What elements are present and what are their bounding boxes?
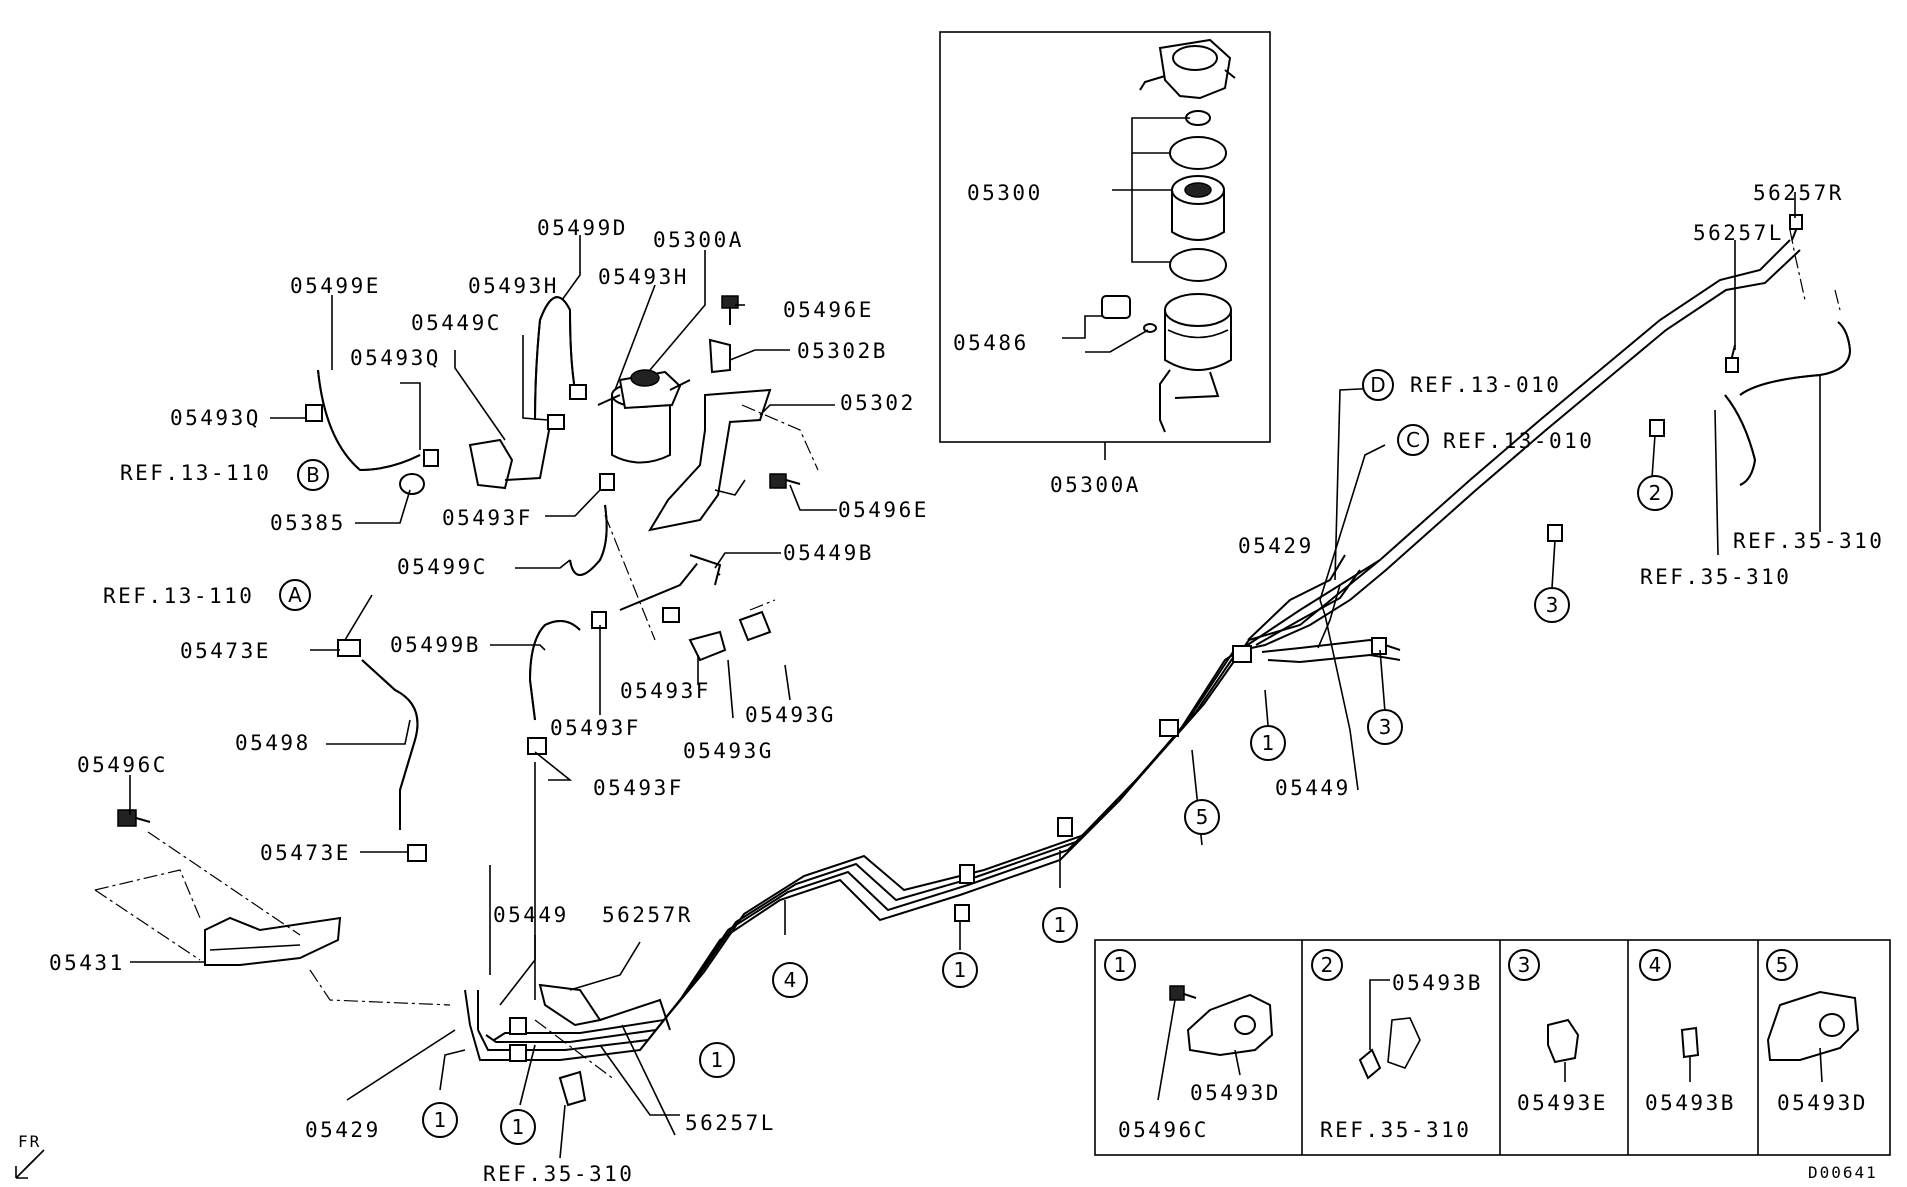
label-05493G-b: 05493G bbox=[683, 739, 774, 763]
circle-num-4: 4 bbox=[784, 968, 797, 992]
circle-num-1-a: 1 bbox=[1262, 731, 1275, 755]
label-05431: 05431 bbox=[49, 951, 125, 975]
water-sensor bbox=[1101, 295, 1157, 333]
label-05499E: 05499E bbox=[290, 274, 381, 298]
filter-bowl bbox=[1159, 293, 1232, 433]
circle-B: B bbox=[306, 463, 320, 487]
label-05493H-b: 05493H bbox=[598, 265, 689, 289]
clamp-05493Q-right bbox=[423, 449, 439, 467]
front-arrow: FR bbox=[15, 1132, 45, 1179]
legend-num-5: 5 bbox=[1776, 953, 1789, 977]
label-05499D: 05499D bbox=[537, 216, 628, 240]
label-05493G-a: 05493G bbox=[745, 703, 836, 727]
label-05429-b: 05429 bbox=[1238, 534, 1314, 558]
leader-lines bbox=[129, 192, 1821, 1159]
legend-table: 1 05496C 05493D 2 05493B REF.35-310 3 05… bbox=[1094, 939, 1891, 1156]
bolt-05496E-top bbox=[721, 295, 739, 325]
label-05449-a: 05449 bbox=[493, 903, 569, 927]
label-05300: 05300 bbox=[967, 181, 1043, 205]
filter-inset: 05300 05486 bbox=[939, 31, 1271, 460]
label-05499B: 05499B bbox=[390, 633, 481, 657]
circle-num-1-b: 1 bbox=[1054, 913, 1067, 937]
label-05493F-a: 05493F bbox=[442, 506, 533, 530]
circle-num-1-d: 1 bbox=[711, 1048, 724, 1072]
label-05449C: 05449C bbox=[411, 311, 502, 335]
bolt-05496E-lower bbox=[769, 473, 801, 489]
ref-D-text: REF.13-010 bbox=[1410, 373, 1561, 397]
circle-A: A bbox=[288, 583, 302, 607]
circle-num-5: 5 bbox=[1196, 805, 1209, 829]
label-05449B: 05449B bbox=[783, 541, 874, 565]
label-05429-a: 05429 bbox=[305, 1118, 381, 1142]
label-05473E-b: 05473E bbox=[260, 841, 351, 865]
ref-labels: REF.13-110 REF.13-110 REF.13-010 REF.13-… bbox=[103, 373, 1884, 1186]
filter-head bbox=[1139, 38, 1236, 100]
label-05300A-box: 05300A bbox=[1050, 473, 1141, 497]
label-56257L-a: 56257L bbox=[685, 1111, 776, 1135]
circle-D: D bbox=[1370, 373, 1385, 397]
label-05449-b: 05449 bbox=[1275, 776, 1351, 800]
front-label: FR bbox=[18, 1132, 41, 1151]
diagram-id: D00641 bbox=[1808, 1163, 1878, 1182]
label-05300A-top: 05300A bbox=[653, 228, 744, 252]
circle-num-1-e: 1 bbox=[434, 1108, 447, 1132]
circle-num-1-c: 1 bbox=[954, 958, 967, 982]
label-05496E-a: 05496E bbox=[783, 298, 874, 322]
part-labels: 05499E 05499D 05300A 05493H 05493H 05449… bbox=[49, 181, 1844, 1142]
circle-num-3-b: 3 bbox=[1379, 715, 1392, 739]
legend-05496C: 05496C bbox=[1118, 1118, 1209, 1142]
clamp-05493Q-left bbox=[305, 404, 323, 422]
label-05486: 05486 bbox=[953, 331, 1029, 355]
ref-A-text: REF.13-110 bbox=[103, 584, 254, 608]
ref-35-310-b: REF.35-310 bbox=[1640, 565, 1791, 589]
label-05496E-b: 05496E bbox=[838, 498, 929, 522]
ref-35-310-bottom: REF.35-310 bbox=[483, 1162, 634, 1186]
o-ring-upper bbox=[1169, 136, 1227, 170]
legend-num-3: 3 bbox=[1518, 953, 1531, 977]
circle-C: C bbox=[1406, 428, 1420, 452]
filter-assembly bbox=[597, 295, 819, 532]
label-05493F-d: 05493F bbox=[593, 776, 684, 800]
label-05493Q-a: 05493Q bbox=[350, 346, 441, 370]
circle-numbers: 2 3 3 1 5 1 1 4 1 1 1 bbox=[422, 475, 1673, 1145]
label-05473E-a: 05473E bbox=[180, 639, 271, 663]
ref-C-text: REF.13-010 bbox=[1443, 429, 1594, 453]
circle-letters: B A D C bbox=[279, 369, 1429, 611]
legend-num-1: 1 bbox=[1114, 953, 1127, 977]
o-ring-lower bbox=[1169, 248, 1227, 282]
label-05302B: 05302B bbox=[797, 339, 888, 363]
label-05493F-b: 05493F bbox=[620, 679, 711, 703]
ref-35-310-a: REF.35-310 bbox=[1733, 529, 1884, 553]
label-05499C: 05499C bbox=[397, 555, 488, 579]
label-05498: 05498 bbox=[235, 731, 311, 755]
part-05385 bbox=[399, 473, 425, 495]
legend-05493B-a: 05493B bbox=[1392, 971, 1483, 995]
label-05493F-c: 05493F bbox=[550, 716, 641, 740]
label-56257R-b: 56257R bbox=[1753, 181, 1844, 205]
legend-num-2: 2 bbox=[1321, 953, 1334, 977]
circle-num-1-f: 1 bbox=[512, 1115, 525, 1139]
circle-num-2: 2 bbox=[1649, 481, 1662, 505]
label-05496C: 05496C bbox=[77, 753, 168, 777]
label-05493H-a: 05493H bbox=[468, 274, 559, 298]
label-05493Q-b: 05493Q bbox=[170, 406, 261, 430]
hoses-upper-left bbox=[94, 296, 776, 1006]
label-05302: 05302 bbox=[840, 391, 916, 415]
label-56257L-b: 56257L bbox=[1693, 221, 1784, 245]
legend-05493D-a: 05493D bbox=[1190, 1081, 1281, 1105]
ref-B-text: REF.13-110 bbox=[120, 461, 271, 485]
legend-05493E: 05493E bbox=[1517, 1091, 1608, 1115]
circle-num-3-a: 3 bbox=[1546, 593, 1559, 617]
filter-element bbox=[1171, 175, 1225, 241]
legend-05493B-b: 05493B bbox=[1645, 1091, 1736, 1115]
label-56257R-a: 56257R bbox=[602, 903, 693, 927]
legend-ref-35-310: REF.35-310 bbox=[1320, 1118, 1471, 1142]
label-05385: 05385 bbox=[270, 511, 346, 535]
legend-05493D-b: 05493D bbox=[1777, 1091, 1868, 1115]
legend-num-4: 4 bbox=[1649, 953, 1662, 977]
